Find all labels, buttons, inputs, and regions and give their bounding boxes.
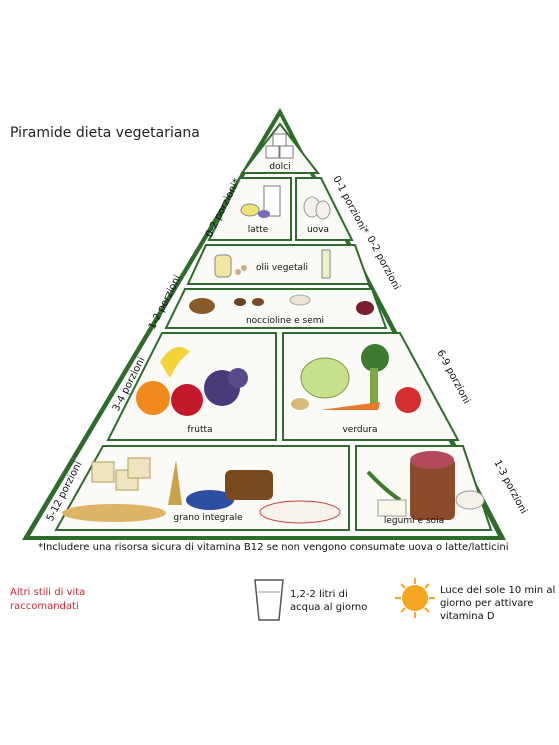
page-title: Piramide dieta vegetariana [10,125,200,141]
sun-text: Luce del sole 10 min al giorno per attiv… [440,585,556,622]
milk-glass-icon [240,185,281,218]
tier-latte: latte [207,177,292,241]
tier-legumi: legumi e soia [355,445,493,531]
sun-icon [395,578,435,618]
tier-label-verdura: verdura [342,425,377,435]
tier-label-uova: uova [307,225,329,235]
lifestyle-heading: Altri stili di vita raccomandati [10,587,86,612]
oil-bottle-icon [214,249,331,279]
tier-label-grano: grano integrale [173,513,243,523]
portion-legumi: 1-3 porzioni [491,458,529,516]
water-text: 1,2-2 litri di acqua al giorno [290,589,368,613]
tier-label-noccioline: noccioline e semi [246,316,324,326]
tier-olii: olii vegetali [186,244,371,285]
tier-dolci: dolci [239,122,321,174]
tier-label-latte: latte [248,225,269,235]
egg-icon [303,196,331,220]
tier-noccioline: noccioline e semi [164,288,388,329]
portion-verdura: 6-9 porzioni [434,348,472,406]
tier-grano: grano integrale [54,445,350,531]
tier-frutta: frutta [106,332,277,441]
tier-label-frutta: frutta [187,425,212,435]
tier-label-legumi: legumi e soia [384,516,444,526]
tier-label-olii: olii vegetali [256,263,308,273]
bean-icon [366,451,485,520]
tier-verdura: verdura [282,332,460,441]
vegetable-icon [291,344,421,413]
sugar-cube-icon [265,133,294,159]
fruit-icon [136,346,248,416]
tier-uova: uova [295,177,354,241]
footnote: *Includere una risorsa sicura di vitamin… [38,542,509,553]
tier-label-dolci: dolci [269,162,290,172]
bread-icon [62,457,341,524]
nut-icon [189,294,374,315]
water-glass-icon [254,579,284,621]
